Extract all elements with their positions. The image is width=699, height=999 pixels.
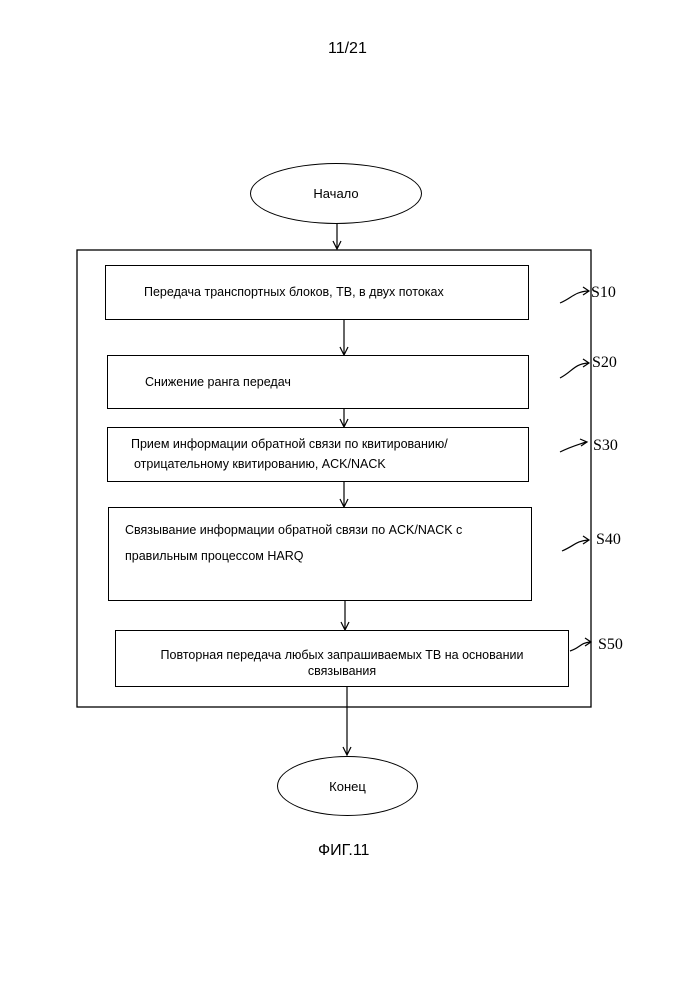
step-s30-line2: отрицательному квитированию, ACK/NACK — [131, 454, 528, 474]
step-s20-text: Снижение ранга передач — [145, 375, 291, 389]
step-s40-label: S40 — [596, 531, 621, 549]
step-s40: Связывание информации обратной связи по … — [108, 507, 532, 601]
figure-caption: ФИГ.11 — [318, 842, 369, 860]
step-s40-line1: Связывание информации обратной связи по … — [125, 517, 531, 543]
step-s50-label: S50 — [598, 636, 623, 654]
step-s30-line1: Прием информации обратной связи по квити… — [131, 434, 528, 454]
step-s30: Прием информации обратной связи по квити… — [107, 427, 529, 482]
step-s20: Снижение ранга передач — [107, 355, 529, 409]
start-terminal: Начало — [250, 163, 422, 224]
step-s10-text: Передача транспортных блоков, ТВ, в двух… — [144, 285, 444, 299]
end-terminal: Конец — [277, 756, 418, 816]
step-s10: Передача транспортных блоков, ТВ, в двух… — [105, 265, 529, 320]
end-label: Конец — [329, 779, 366, 794]
step-s50-line1: Повторная передача любых запрашиваемых Т… — [116, 647, 568, 663]
step-s40-line2: правильным процессом HARQ — [125, 543, 531, 569]
step-s50: Повторная передача любых запрашиваемых Т… — [115, 630, 569, 687]
step-s30-label: S30 — [593, 437, 618, 455]
step-s50-line2: связывания — [116, 663, 568, 679]
step-s10-label: S10 — [591, 284, 616, 302]
step-s20-label: S20 — [592, 354, 617, 372]
start-label: Начало — [313, 186, 358, 201]
